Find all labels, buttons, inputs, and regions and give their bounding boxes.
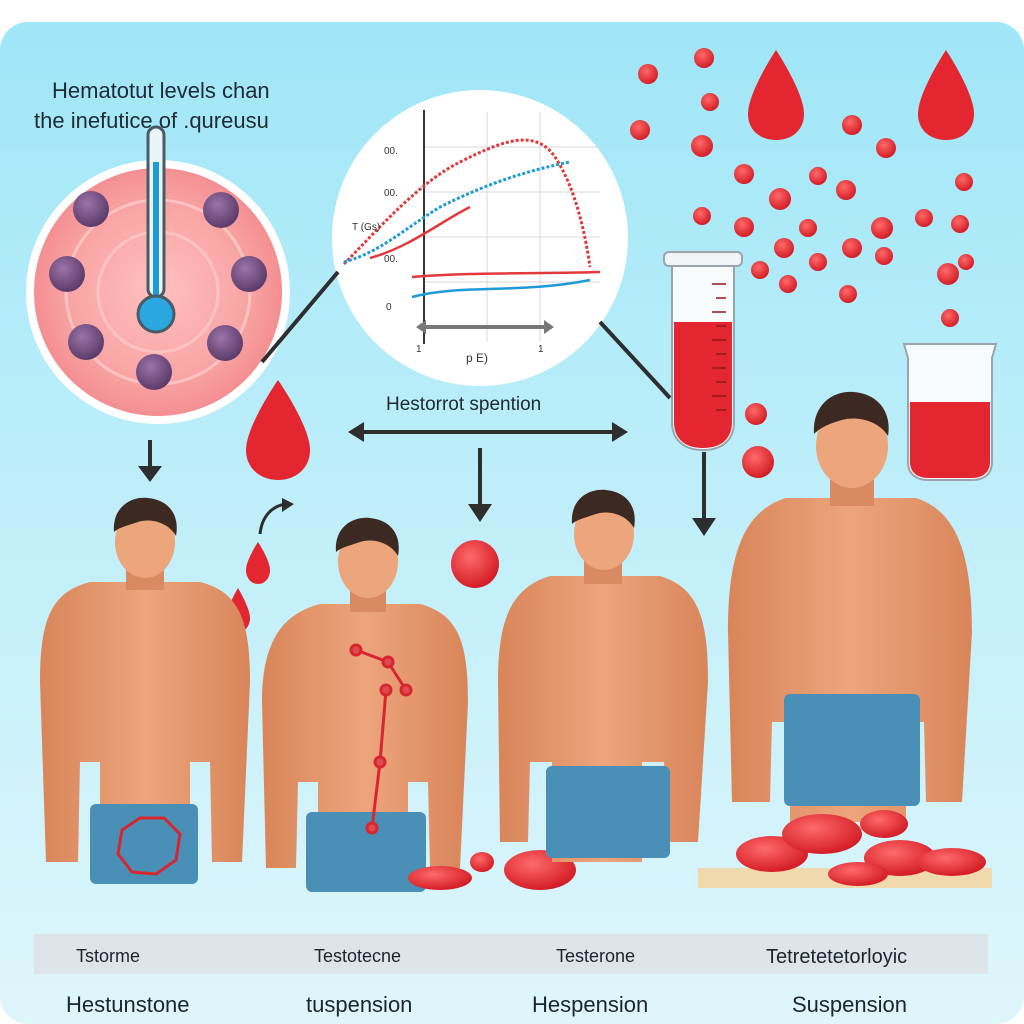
red-blood-cell-icon: [630, 48, 974, 478]
chart-y-tick: 00.: [384, 254, 398, 265]
label-band: [34, 934, 988, 974]
arrow-down-icon: [138, 440, 162, 482]
chart-y-tick: 0: [386, 302, 392, 313]
blood-drop-icon: [748, 50, 974, 140]
chart-x-axis-label: p E): [466, 351, 488, 365]
test-tube-icon: [663, 251, 743, 452]
purple-cell-icon: [49, 191, 267, 390]
infographic-card: 00. 00. 00. 0 T (Gs) p E) 1 1: [0, 22, 1024, 1024]
chart-panel: 00. 00. 00. 0 T (Gs) p E) 1 1: [260, 90, 672, 400]
red-blood-cell-icon: [451, 540, 499, 588]
figure-3: [498, 489, 708, 862]
chart-y-axis-label: T (Gs): [352, 222, 380, 233]
thermometer-icon: [136, 125, 176, 334]
figure-1-top-label: Tstorme: [76, 946, 141, 966]
molecule-icon: [116, 816, 182, 876]
arrow-down-icon: [468, 448, 716, 536]
petri-dish: [26, 125, 290, 424]
beaker-icon: [902, 343, 998, 481]
chart-y-tick: 00.: [384, 188, 398, 199]
figure-4-top-label: Tetretetetorloyic: [766, 946, 908, 968]
figure-3-bottom-label: Hespension: [532, 992, 649, 1017]
figure-4: [728, 391, 972, 822]
center-label: Hestorrot spention: [386, 394, 542, 415]
double-arrow-icon: [348, 422, 628, 442]
title-line-2: the inefutice of .qureusu: [34, 108, 269, 133]
chart-y-tick: 00.: [384, 146, 398, 157]
blood-drop-icon: [226, 380, 310, 632]
figure-2-bottom-label: tuspension: [306, 992, 413, 1017]
infographic-scene: 00. 00. 00. 0 T (Gs) p E) 1 1: [26, 48, 998, 892]
figure-3-top-label: Testerone: [556, 946, 636, 966]
figure-2: [262, 517, 468, 892]
title-line-1: Hematotut levels chan: [52, 78, 270, 103]
red-blood-cell-icon: [736, 810, 986, 886]
chart-x-tick: 1: [538, 344, 544, 355]
chart-x-tick: 1: [416, 344, 422, 355]
figure-1-bottom-label: Hestunstone: [66, 992, 190, 1017]
figure-4-bottom-label: Suspension: [792, 992, 907, 1017]
figure-2-top-label: Testotecne: [314, 946, 402, 966]
molecule-icon: [349, 643, 413, 835]
figure-1: [40, 497, 250, 884]
